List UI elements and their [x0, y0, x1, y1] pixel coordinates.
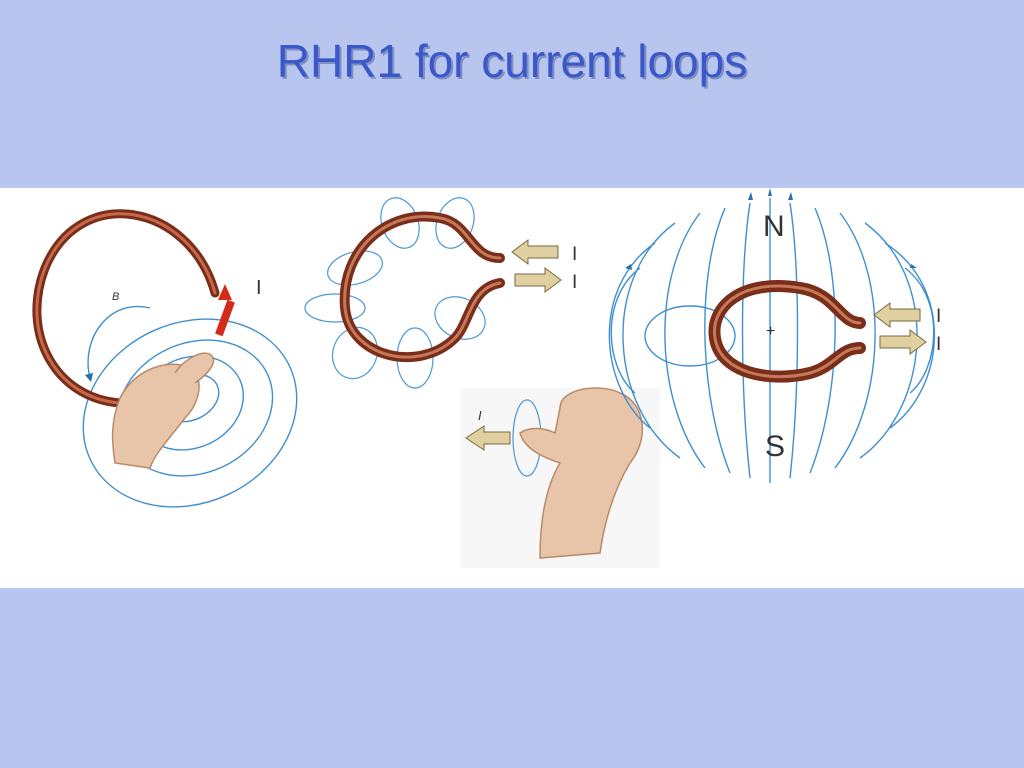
left-current-label: I [256, 277, 262, 299]
middle-fist-figure: I [460, 387, 660, 568]
fist-current-label: I [478, 408, 482, 423]
right-current-in-label: I [936, 306, 941, 327]
middle-current-out-arrow [514, 267, 562, 293]
left-current-arrow [218, 284, 232, 300]
figure-panel: B I I I I [0, 188, 1024, 588]
right-dipole-figure: I I N S + [608, 188, 941, 483]
left-loop-figure: B I [32, 209, 298, 508]
right-current-out-label: I [936, 334, 941, 355]
middle-current-in-label: I [572, 244, 577, 265]
right-wire-loop [708, 280, 866, 383]
middle-current-in-arrow [511, 239, 559, 265]
fist-current-arrow [465, 425, 511, 451]
left-field-label: B [112, 291, 119, 303]
middle-current-out-label: I [572, 272, 577, 293]
slide-title: RHR1 for current loops [276, 35, 748, 87]
middle-loop-figure: I I [304, 197, 577, 389]
left-hand [111, 352, 215, 469]
left-field-lines [82, 305, 298, 508]
right-field-lines [608, 188, 936, 483]
fist-hand [519, 387, 644, 559]
figure-illustration: B I I I I [32, 188, 941, 568]
center-mark: + [766, 323, 775, 340]
right-current-out-arrow [879, 329, 927, 355]
south-pole-label: S [765, 430, 785, 463]
north-pole-label: N [763, 210, 785, 243]
right-current-in-arrow [873, 302, 921, 328]
